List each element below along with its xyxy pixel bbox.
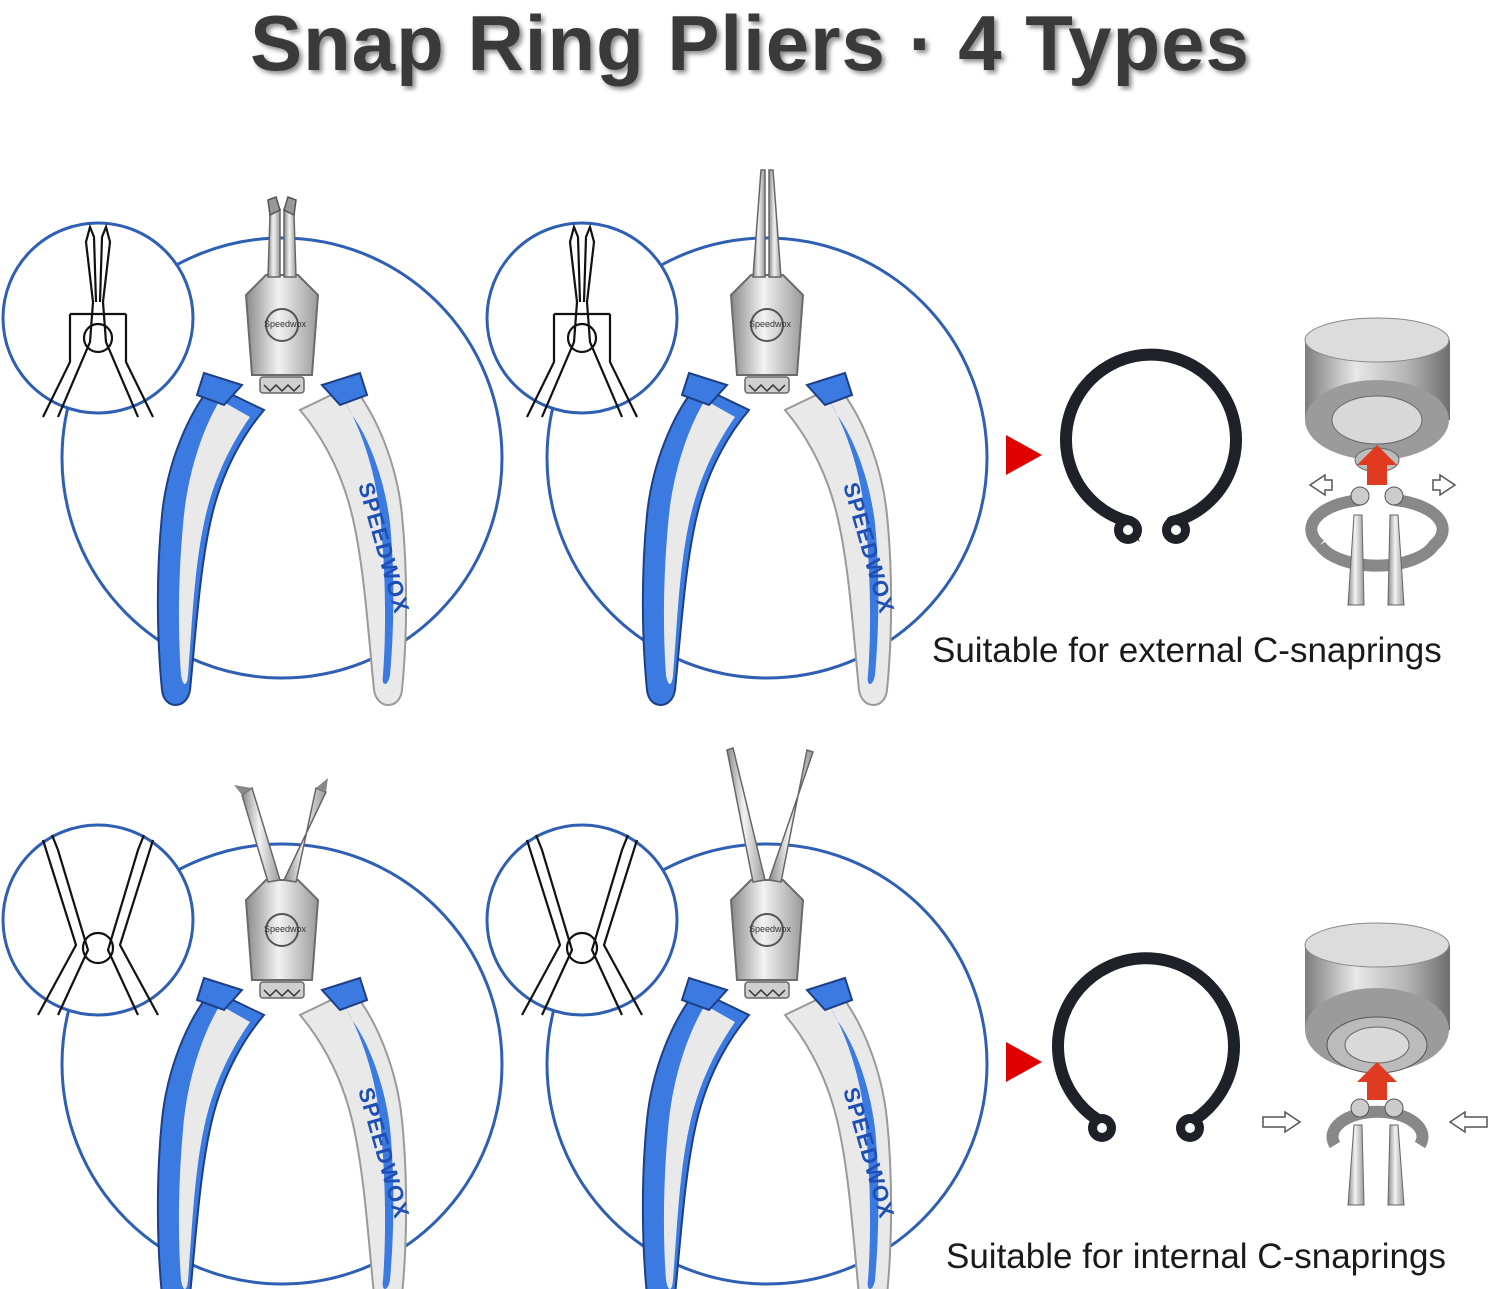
pliers-logo-text: Speedwox — [264, 924, 307, 934]
internal-straight-tip-pliers-panel: Speedwox SPEEDWOX — [485, 747, 989, 1289]
pliers-logo-text: Speedwox — [749, 924, 792, 934]
straight-tip-detail-circle — [485, 823, 679, 1017]
inward-arrow-right-icon — [1262, 1110, 1302, 1134]
internal-bent-tip-pliers-panel: Speedwox SPEEDWOX — [1, 777, 504, 1289]
bent-tip-detail-circle — [1, 221, 195, 415]
internal-ring-caption: Suitable for internal C-snaprings — [946, 1237, 1446, 1276]
bent-tip-detail-circle — [1, 823, 195, 1017]
external-straight-tip-pliers-panel: Speedwox SPEEDWOX — [485, 169, 989, 706]
red-arrow-icon — [1006, 1042, 1042, 1082]
pliers-logo-text: Speedwox — [749, 319, 792, 329]
outward-arrow-left-icon — [1308, 473, 1333, 497]
internal-snap-ring-icon — [1052, 952, 1240, 1142]
internal-ring-install-illustration — [1262, 922, 1488, 1206]
external-snap-ring-icon — [1060, 348, 1242, 544]
external-ring-caption: Suitable for external C-snaprings — [932, 631, 1442, 670]
straight-tip-detail-circle — [485, 221, 679, 415]
outward-arrow-right-icon — [1432, 473, 1457, 497]
external-bent-tip-pliers-panel: Speedwox SPEEDWOX — [1, 196, 504, 706]
pliers-logo-text: Speedwox — [264, 319, 307, 329]
page-title: Snap Ring Pliers · 4 Types — [250, 0, 1250, 87]
red-arrow-icon — [1006, 435, 1042, 475]
external-ring-install-illustration — [1304, 317, 1457, 606]
inward-arrow-left-icon — [1448, 1110, 1488, 1134]
